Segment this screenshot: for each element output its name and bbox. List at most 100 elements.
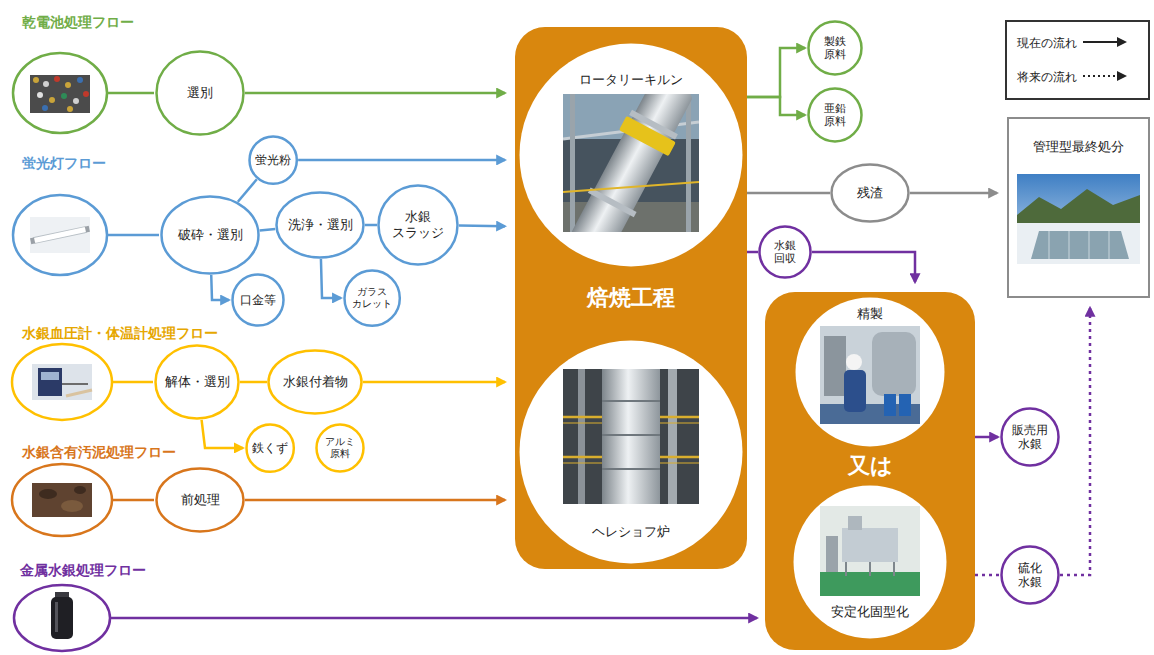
section-title: 金属水銀処理フロー <box>20 561 146 579</box>
flow-connector <box>1060 308 1090 575</box>
section-title: 乾電池処理フロー <box>22 13 134 31</box>
node-outline <box>317 425 364 472</box>
legend-row: 現在の流れ <box>1017 32 1142 52</box>
flow-connector <box>245 92 505 95</box>
sludge-lump <box>74 486 86 494</box>
sludge-lump <box>39 489 57 499</box>
node-text: 前処理 <box>181 492 220 508</box>
node-text: 安定化固型化 <box>831 604 909 620</box>
node-text: ガラス カレット <box>352 286 392 310</box>
photo-ring <box>13 195 107 275</box>
product-circle: 亜鉛 原料 <box>807 87 863 143</box>
node-outline <box>157 52 244 135</box>
sludge <box>32 483 92 517</box>
equipment-circle: ヘレショフ炉 <box>518 339 744 565</box>
node-text: 蛍光粉 <box>255 153 291 167</box>
manometer <box>38 368 62 396</box>
flow-connector <box>747 251 758 254</box>
process-panel: 又は精製安定化固型化 <box>765 292 975 650</box>
flow-connector <box>363 381 505 384</box>
node-text: ヘレショフ炉 <box>592 524 670 540</box>
flow-connector <box>321 259 341 298</box>
node-outline <box>832 165 909 222</box>
node-text: 破砕・選別 <box>178 227 243 243</box>
legend-line <box>1083 75 1125 77</box>
node-text: 残渣 <box>857 185 883 201</box>
equipment-photo <box>820 326 920 424</box>
node-text: 選別 <box>187 85 213 101</box>
process-circle: 選別 <box>155 50 245 136</box>
equipment-circle: ロータリーキルン <box>518 42 744 268</box>
battery-pile <box>30 75 90 113</box>
lamp-photo <box>13 195 107 275</box>
node-outline <box>794 486 947 639</box>
node-text: 水銀 スラッジ <box>392 209 444 240</box>
flow-connector <box>245 499 505 502</box>
flow-connector <box>459 224 505 227</box>
process-circle: 解体・選別 <box>154 344 240 420</box>
flow-line <box>107 234 159 237</box>
thermometer <box>66 390 92 396</box>
product-circle: 蛍光粉 <box>248 135 298 185</box>
product-circle: 硫化 水銀 <box>1000 545 1060 605</box>
node-text: 焙焼工程 <box>587 285 675 311</box>
legend-sample <box>1083 34 1129 50</box>
photo-ring <box>13 53 107 133</box>
battery-photo <box>13 53 107 133</box>
legend-text: 将来の流れ <box>1017 67 1077 87</box>
node-text: 口金等 <box>240 293 276 307</box>
node-outline <box>269 351 362 414</box>
product-circle: 販売用 水銀 <box>1000 407 1060 467</box>
node-text: 硫化 水銀 <box>1018 561 1042 590</box>
equipment-photo <box>1017 174 1140 264</box>
legend-text: 現在の流れ <box>1017 33 1077 53</box>
node-text: アルミ 原料 <box>325 436 355 460</box>
flask <box>51 597 73 639</box>
node-outline <box>344 270 399 325</box>
node-outline <box>249 136 296 183</box>
process-panel: 焙焼工程 ロータリーキルンヘレショフ炉 <box>515 27 747 569</box>
equipment-photo <box>563 73 699 258</box>
product-circle: 製鉄 原料 <box>807 20 863 76</box>
photo-ground <box>32 364 92 400</box>
node-outline <box>520 341 743 564</box>
section-title: 水銀含有汚泥処理フロー <box>22 443 176 461</box>
sludge-lump <box>61 500 83 512</box>
flow-connector <box>747 97 805 115</box>
flow-arrow <box>110 617 757 620</box>
equipment-circle: 精製 <box>794 296 946 448</box>
node-text: 管理型最終処分 <box>1033 139 1124 155</box>
process-circle: 洗浄・選別 <box>275 191 365 259</box>
node-outline <box>162 197 259 274</box>
node-text: ロータリーキルン <box>579 72 683 88</box>
fluorescent-tube <box>30 226 90 244</box>
process-circle: 破砕・選別 <box>160 195 260 275</box>
node-outline <box>1002 547 1059 604</box>
thermometer-photo <box>12 344 112 420</box>
node-text: 水銀付着物 <box>283 374 348 390</box>
node-outline <box>157 469 244 532</box>
node-outline <box>379 186 458 265</box>
flow-connector <box>975 574 1000 577</box>
node-outline <box>277 193 364 258</box>
node-text: 販売用 水銀 <box>1012 423 1048 452</box>
flow-connector <box>240 381 267 384</box>
product-circle: 水銀 スラッジ <box>377 184 459 266</box>
flow-connector <box>812 252 915 282</box>
node-text: 製鉄 原料 <box>824 35 846 61</box>
tube <box>62 383 88 385</box>
node-outline <box>520 44 743 267</box>
flow-connector <box>747 48 805 97</box>
battery-dots <box>33 76 89 112</box>
product-circle: 水銀付着物 <box>267 349 363 415</box>
node-text: 鉄くず <box>252 441 288 455</box>
mercury-flask-photo <box>14 585 110 651</box>
flow-connector <box>747 192 830 195</box>
node-outline <box>233 275 284 326</box>
flow-connector <box>365 224 377 227</box>
product-circle: 口金等 <box>231 273 285 327</box>
node-outline <box>796 298 945 447</box>
photo-ground <box>30 217 90 253</box>
flow-connector <box>211 275 229 300</box>
photo-ring <box>12 464 112 536</box>
